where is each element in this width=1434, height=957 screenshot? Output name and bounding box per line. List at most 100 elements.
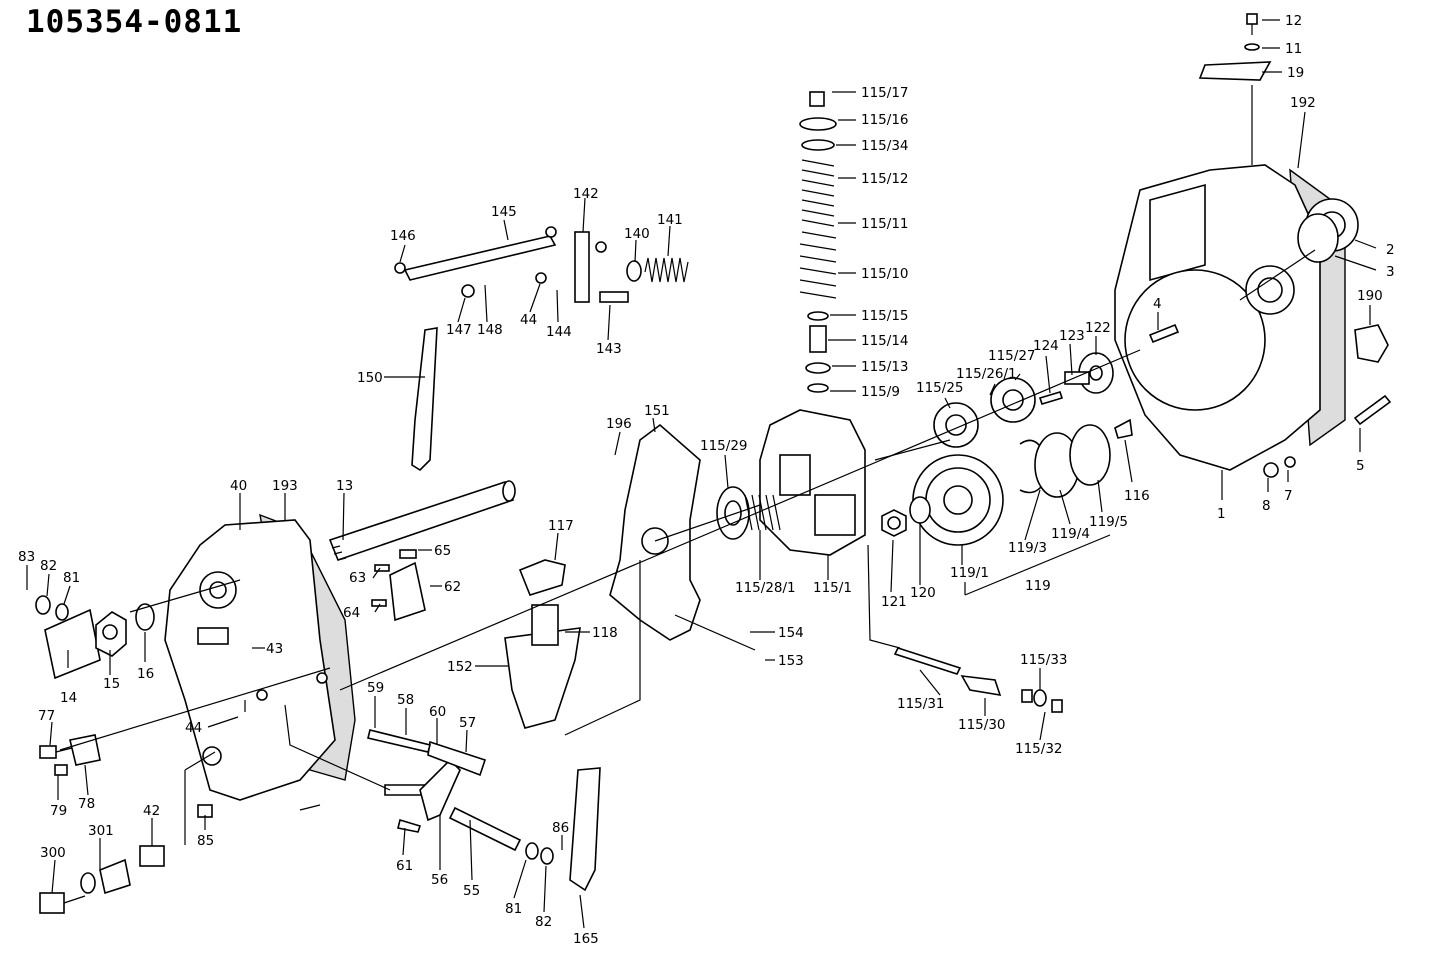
callout-label: 65: [434, 543, 451, 559]
callout-label: 115/25: [916, 380, 964, 396]
callout-label: 154: [778, 625, 804, 641]
callout-label: 115/16: [861, 112, 909, 128]
callout-label: 119/3: [1008, 540, 1047, 556]
callout-label: 141: [657, 212, 683, 228]
callout-label: 115/13: [861, 359, 909, 375]
callout-label: 193: [272, 478, 298, 494]
callout-label: 16: [137, 666, 154, 682]
callout-label: 196: [606, 416, 632, 432]
callout-label: 115/12: [861, 171, 909, 187]
coupling-parts-drawing: [1297, 198, 1389, 363]
callout-label: 115/26/1: [956, 366, 1017, 382]
callout-label: 12: [1285, 13, 1302, 29]
callout-label: 13: [336, 478, 353, 494]
callout-label: 153: [778, 653, 804, 669]
callout-label: 78: [78, 796, 95, 812]
callout-label: 146: [390, 228, 416, 244]
callout-label: 15: [103, 676, 120, 692]
callout-label: 140: [624, 226, 650, 242]
callout-label: 58: [397, 692, 414, 708]
callout-label: 63: [349, 570, 366, 586]
gear-train-drawing: [881, 352, 1114, 546]
callout-label: 190: [1357, 288, 1383, 304]
callout-label: 119/4: [1051, 526, 1090, 542]
callout-label: 64: [343, 605, 360, 621]
callout-label: 123: [1059, 328, 1085, 344]
callout-label: 119/1: [950, 565, 989, 581]
callout-label: 81: [63, 570, 80, 586]
governor-housing-drawing: [164, 513, 356, 801]
callout-label: 115/28/1: [735, 580, 796, 596]
callout-label: 192: [1290, 95, 1316, 111]
callout-label: 124: [1033, 338, 1059, 354]
stop-pin-drawing: [893, 647, 1063, 713]
callout-label: 43: [266, 641, 283, 657]
callout-label: 300: [40, 845, 66, 861]
callout-label: 115/17: [861, 85, 909, 101]
callout-label: 116: [1124, 488, 1150, 504]
rear-housing-drawing: [1114, 164, 1346, 471]
callout-label: 115/29: [700, 438, 748, 454]
callout-label: 1: [1217, 506, 1226, 522]
callout-label: 115/14: [861, 333, 909, 349]
callout-label: 115/10: [861, 266, 909, 282]
pump-body-drawing: [716, 409, 866, 556]
callout-label: 115/27: [988, 348, 1036, 364]
leader-lines: [26, 19, 1377, 929]
bracket-drawing: [371, 549, 426, 622]
callout-label: 145: [491, 204, 517, 220]
callout-label: 44: [185, 720, 202, 736]
callout-label: 148: [477, 322, 503, 338]
callout-label: 118: [592, 625, 618, 641]
callout-label: 119/5: [1089, 514, 1128, 530]
cap-nut-drawing: [35, 595, 155, 680]
callout-label: 56: [431, 872, 448, 888]
drawing-number: 105354-0811: [26, 4, 243, 40]
callout-label: 82: [535, 914, 552, 930]
callout-labels: 12 11 19 192 2 3 190 4 5 7 8 1 116 122 1…: [18, 13, 1395, 947]
callout-label: 83: [18, 549, 35, 565]
callout-label: 165: [573, 931, 599, 947]
callout-label: 55: [463, 883, 480, 899]
callout-label: 115/33: [1020, 652, 1068, 668]
callout-label: 42: [143, 803, 160, 819]
support-plate-drawing: [504, 423, 756, 729]
callout-label: 7: [1284, 488, 1293, 504]
callout-label: 117: [548, 518, 574, 534]
fasteners-drawing: [39, 734, 213, 914]
callout-label: 122: [1085, 320, 1111, 336]
callout-label: 152: [447, 659, 473, 675]
callout-label: 57: [459, 715, 476, 731]
callout-label: 8: [1262, 498, 1271, 514]
callout-label: 115/32: [1015, 741, 1063, 757]
callout-label: 120: [910, 585, 936, 601]
callout-label: 115/31: [897, 696, 945, 712]
callout-label: 150: [357, 370, 383, 386]
governor-shaft-drawing: [328, 480, 516, 562]
callout-label: 142: [573, 186, 599, 202]
explosion-lines: [59, 85, 1316, 845]
callout-label: 151: [644, 403, 670, 419]
callout-label: 147: [446, 322, 472, 338]
control-lever-drawing: [394, 226, 689, 472]
callout-label: 144: [546, 324, 572, 340]
callout-label: 60: [429, 704, 446, 720]
misc-small-parts-drawing: [1038, 323, 1392, 478]
callout-label: 115/9: [861, 384, 900, 400]
callout-label: 61: [396, 858, 413, 874]
callout-label: 115/30: [958, 717, 1006, 733]
callout-label: 115/1: [813, 580, 852, 596]
callout-label: 3: [1386, 264, 1395, 280]
callout-label: 82: [40, 558, 57, 574]
callout-label: 62: [444, 579, 461, 595]
cover-plate-drawing: [1198, 13, 1272, 81]
callout-label: 119: [1025, 578, 1051, 594]
governor-spring-stack-drawing: [799, 91, 837, 393]
callout-label: 79: [50, 803, 67, 819]
callout-label: 86: [552, 820, 569, 836]
callout-label: 14: [60, 690, 77, 706]
callout-label: 115/11: [861, 216, 909, 232]
callout-label: 77: [38, 708, 55, 724]
callout-label: 44: [520, 312, 537, 328]
